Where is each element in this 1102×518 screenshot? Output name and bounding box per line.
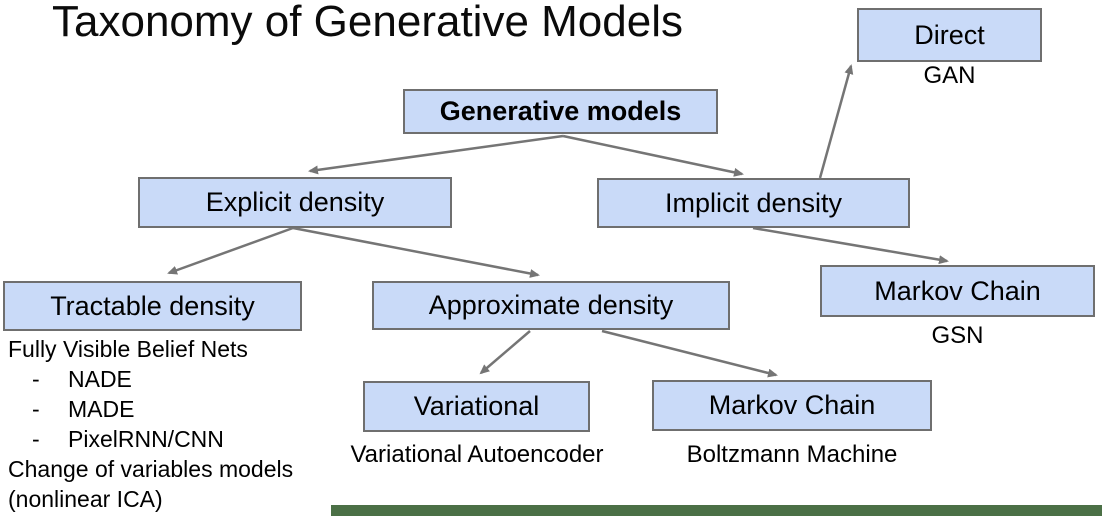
node-approximate-density: Approximate density	[372, 281, 730, 330]
node-markov-chain-boltzmann: Markov Chain	[652, 380, 932, 431]
arrow-explicit-to-tractable	[167, 226, 294, 275]
bullet-label: MADE	[68, 396, 135, 422]
node-direct: Direct	[857, 8, 1042, 62]
arrow-generative-to-implicit	[562, 134, 744, 177]
tractable-density-notes: Fully Visible Belief Nets - NADE - MADE …	[8, 334, 293, 514]
arrow-approximate-to-markov-chain-boltzmann	[601, 329, 778, 378]
node-variational-label: Variational	[413, 391, 540, 421]
arrow-implicit-to-markov-chain-gsn	[752, 226, 949, 265]
bullet-dash: -	[32, 366, 40, 392]
node-variational: Variational	[363, 381, 590, 432]
list-item: - PixelRNN/CNN	[8, 424, 293, 454]
node-generative-models: Generative models	[403, 89, 718, 134]
node-variational-sublabel: Variational Autoencoder	[350, 441, 604, 468]
node-generative-models-label: Generative models	[439, 96, 682, 126]
bullet-label: NADE	[68, 366, 132, 392]
node-markov-chain-boltzmann-label: Markov Chain	[708, 390, 876, 420]
node-markov-chain-gsn: Markov Chain	[820, 265, 1095, 317]
bullet-dash: -	[32, 426, 40, 452]
node-approximate-density-label: Approximate density	[428, 290, 674, 320]
bullet-label: PixelRNN/CNN	[68, 426, 224, 452]
node-tractable-density: Tractable density	[3, 281, 302, 331]
arrow-implicit-to-direct	[818, 64, 854, 179]
node-explicit-density-label: Explicit density	[205, 187, 385, 217]
list-item: - NADE	[8, 364, 293, 394]
arrow-generative-to-explicit	[308, 134, 564, 175]
notes-heading: Fully Visible Belief Nets	[8, 336, 248, 362]
notes-footer-line: (nonlinear ICA)	[8, 486, 163, 512]
bullet-dash: -	[32, 396, 40, 422]
node-direct-label: Direct	[914, 19, 985, 50]
arrow-approximate-to-variational	[479, 330, 531, 375]
notes-footer-line: Change of variables models	[8, 456, 294, 482]
list-item: - MADE	[8, 394, 293, 424]
node-markov-chain-gsn-label: Markov Chain	[874, 275, 1041, 306]
node-direct-sublabel: GAN	[923, 62, 976, 89]
slide-footer-bar	[331, 505, 1102, 516]
page-title: Taxonomy of Generative Models	[52, 0, 683, 46]
node-implicit-density-label: Implicit density	[664, 187, 843, 218]
node-markov-chain-gsn-sublabel: GSN	[931, 322, 984, 349]
node-markov-chain-boltzmann-sublabel: Boltzmann Machine	[686, 441, 898, 468]
node-implicit-density: Implicit density	[597, 178, 910, 228]
node-tractable-density-label: Tractable density	[50, 290, 255, 321]
arrow-explicit-to-approximate	[292, 226, 540, 278]
node-explicit-density: Explicit density	[138, 177, 452, 228]
